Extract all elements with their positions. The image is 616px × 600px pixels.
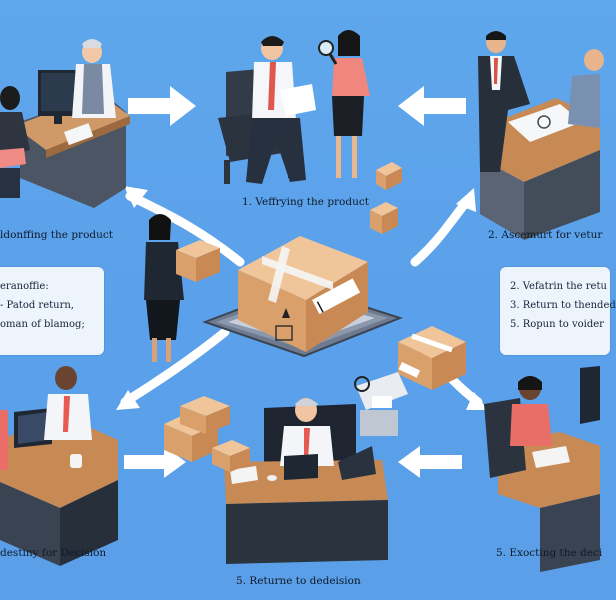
left-card-line: oman of blamog; (0, 319, 85, 330)
curve-lower-left (120, 327, 230, 407)
label-assessment: 2. Ascemurt for vetur (488, 229, 603, 241)
curve-lower-left-head (116, 390, 140, 410)
curve-upper-right (410, 195, 473, 267)
scene-return-decision (164, 372, 408, 564)
arrow-bottom-left (124, 446, 186, 478)
left-card-line: eranoffie: (0, 281, 49, 292)
curve-upper-right-head (456, 188, 476, 212)
flow-arrows (124, 86, 466, 478)
curve-upper-left-head (124, 186, 148, 208)
label-executing: 5. Exocting the deci (496, 547, 603, 559)
label-verify: 1. Veffrying the product (242, 196, 369, 208)
scene-identify (0, 39, 130, 208)
workflow-illustration (0, 30, 604, 572)
curve-lower-right-head (466, 392, 488, 410)
label-destiny: destiny for Decision (0, 547, 107, 559)
label-identify: ldonffing the product (0, 229, 113, 241)
right-card-line: 5. Ropun to voider (510, 319, 604, 330)
scene-carry-box (144, 214, 220, 362)
left-card-line: - Patod return, (0, 300, 74, 311)
scene-return-box (398, 326, 466, 390)
scene-assessment (478, 31, 604, 240)
right-card-line: 2. Vefatrin the retu (510, 281, 607, 292)
left-info-card: eranoffie: - Patod return, oman of blamo… (0, 267, 104, 355)
scene-verify (218, 30, 402, 234)
curve-upper-left (125, 191, 245, 267)
arrow-top-right (398, 86, 466, 126)
arrow-top-left (128, 86, 196, 126)
curved-connectors (116, 186, 488, 410)
label-return-decision: 5. Returne to dedeision (236, 575, 361, 587)
central-package (238, 236, 368, 352)
scene-destiny (0, 366, 118, 566)
scene-executing (484, 366, 600, 572)
right-card-line: 3. Return to thended (510, 300, 616, 311)
right-info-card: 2. Vefatrin the retu 3. Return to thende… (500, 267, 616, 355)
arrow-bottom-right (398, 446, 462, 478)
